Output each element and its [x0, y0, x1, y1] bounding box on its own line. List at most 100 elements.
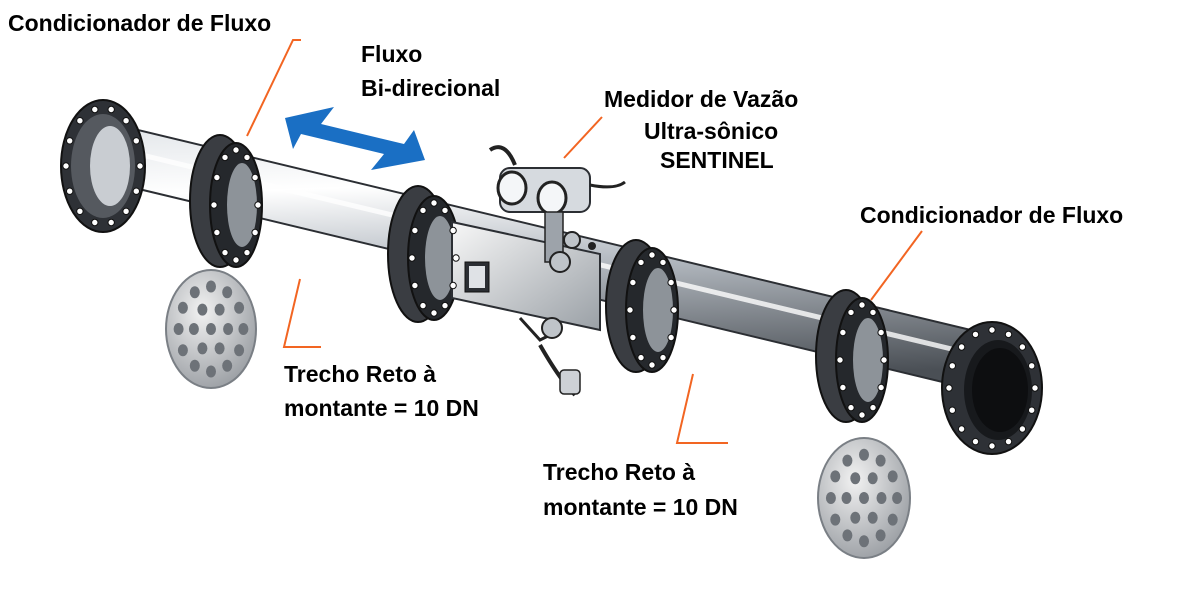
flange-conditioner-left — [189, 134, 263, 268]
ultrasonic-meter — [451, 145, 626, 397]
bolt — [1028, 362, 1036, 370]
bolt — [122, 117, 130, 125]
bolt — [210, 201, 218, 209]
flange-meter-outlet — [605, 239, 679, 373]
label-meter-line1: Medidor de Vazão — [604, 86, 798, 112]
label-conditioner-right: Condicionador de Fluxo — [860, 202, 1123, 228]
plate-hole — [223, 323, 234, 335]
bolt — [629, 333, 637, 342]
bolt — [66, 187, 74, 195]
plate-hole — [177, 344, 188, 357]
conditioner-plate-left — [165, 269, 257, 389]
bolt — [869, 403, 877, 412]
bolt — [1031, 384, 1039, 392]
flange-conditioner-right — [815, 289, 889, 423]
bolt — [213, 173, 221, 182]
plate-hole — [867, 472, 878, 485]
plate-hole — [197, 342, 208, 355]
plate-hole — [876, 492, 887, 504]
bolt — [411, 226, 419, 235]
bolt — [411, 281, 419, 290]
bolt — [839, 328, 847, 337]
bolt — [957, 425, 966, 433]
bolt — [76, 117, 84, 125]
bolt — [648, 251, 656, 259]
bolt — [91, 105, 99, 114]
bolt — [971, 437, 980, 446]
bolt — [136, 162, 144, 170]
leader-conditioner-left — [246, 39, 301, 137]
bolt — [243, 248, 251, 257]
bidirectional-arrow — [285, 107, 425, 170]
left-end-flange — [60, 99, 146, 233]
bolt — [659, 258, 667, 267]
plate-hole — [234, 344, 245, 357]
plate-hole — [238, 323, 249, 335]
right-end-flange — [941, 321, 1043, 455]
bolt — [988, 442, 996, 450]
plate-hole — [875, 454, 886, 467]
plate-hole — [177, 301, 188, 314]
bolt — [132, 137, 141, 145]
bolt — [637, 258, 645, 267]
plate-hole — [234, 301, 245, 314]
plate-hole — [189, 286, 200, 299]
bolt — [988, 326, 996, 334]
bolt — [408, 254, 416, 262]
bolt — [1018, 425, 1027, 433]
plate-hole — [188, 323, 199, 335]
bolt — [667, 278, 675, 287]
plate-hole — [222, 359, 233, 372]
bolt — [452, 254, 460, 262]
bolt — [441, 206, 449, 215]
bolt — [648, 361, 656, 369]
plate-hole — [173, 323, 184, 335]
bolt — [948, 362, 956, 370]
plate-hole — [859, 535, 869, 548]
bolt — [254, 201, 262, 209]
leader-straight-left — [282, 278, 321, 348]
bolt — [430, 309, 438, 317]
plate-hole — [842, 454, 853, 467]
bolt — [847, 403, 855, 412]
bolt — [1028, 406, 1036, 414]
plate-hole — [887, 513, 898, 526]
bolt — [91, 218, 99, 227]
label-straight-right-line1: Trecho Reto à — [543, 459, 695, 485]
bolt — [629, 278, 637, 287]
plate-hole — [842, 529, 853, 542]
label-straight-right-line2: montante = 10 DN — [543, 494, 738, 520]
label-flow-line2: Bi-direcional — [361, 75, 500, 101]
label-meter-line3: SENTINEL — [660, 147, 774, 173]
leader-lines — [246, 39, 923, 444]
bolt — [76, 207, 84, 216]
plate-hole — [850, 511, 861, 524]
bolt — [251, 173, 259, 182]
bolt — [122, 207, 130, 216]
bolt — [449, 281, 457, 290]
plate-hole — [830, 513, 841, 526]
bolt — [839, 383, 847, 392]
plate-hole — [892, 492, 903, 504]
bolt — [107, 218, 115, 227]
bolt — [847, 308, 855, 317]
plate-hole — [222, 286, 233, 299]
bolt — [221, 248, 229, 257]
plate-hole — [859, 492, 869, 504]
bolt — [858, 301, 866, 309]
bolt — [232, 146, 240, 154]
bolt — [243, 153, 251, 162]
bolt — [877, 383, 885, 392]
bolt — [1004, 437, 1013, 446]
bolt — [62, 162, 70, 170]
flange-meter-inlet — [387, 185, 461, 323]
flange-bolts — [62, 105, 1039, 450]
bolt — [251, 228, 259, 237]
bolt — [213, 228, 221, 237]
plate-hole — [830, 470, 841, 483]
label-straight-left-line2: montante = 10 DN — [284, 395, 479, 421]
bolt — [419, 206, 427, 215]
bolt — [430, 199, 438, 207]
plate-hole — [867, 511, 878, 524]
bolt — [670, 306, 678, 314]
